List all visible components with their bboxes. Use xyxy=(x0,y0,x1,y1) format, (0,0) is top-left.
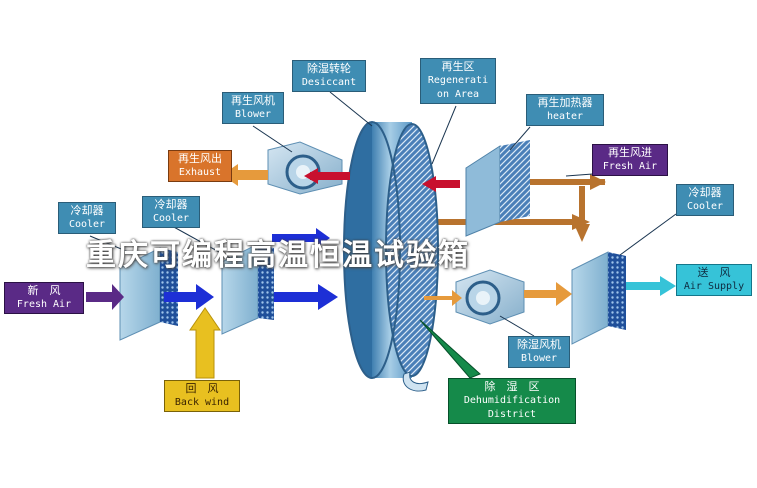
process-arrows xyxy=(86,164,676,379)
dehumid-district-label: 除 湿 区 Dehumidification District xyxy=(448,378,576,424)
leader-lines xyxy=(89,91,677,379)
cooler-right-unit xyxy=(571,251,626,345)
rotation-arrow xyxy=(402,371,429,392)
process-blower-unit xyxy=(455,269,525,325)
regen-blower-label: 再生风机 Blower xyxy=(222,92,284,124)
regeneration-area-label: 再生区 Regenerati on Area xyxy=(420,58,496,104)
watermark-text: 重庆可编程高温恒温试验箱 xyxy=(86,238,470,273)
regen-blower-unit xyxy=(267,141,343,195)
desiccant-wheel xyxy=(343,121,439,379)
desiccant-label: 除湿转轮 Desiccant xyxy=(292,60,366,92)
regen-fresh-air-label: 再生风进 Fresh Air xyxy=(592,144,668,176)
fresh-air-in-label: 新 风 Fresh Air xyxy=(4,282,84,314)
exhaust-label: 再生风出 Exhaust xyxy=(168,150,232,182)
cooler-mid-label: 冷却器 Cooler xyxy=(142,196,200,228)
cooler-left-unit xyxy=(119,247,178,341)
back-wind-label: 回 风 Back wind xyxy=(164,380,240,412)
cooler-right-label: 冷却器 Cooler xyxy=(676,184,734,216)
regen-heater-label: 再生加热器 heater xyxy=(526,94,604,126)
regen-heater-unit xyxy=(465,140,530,237)
air-supply-label: 送 风 Air Supply xyxy=(676,264,752,296)
cooler-left-label: 冷却器 Cooler xyxy=(58,202,116,234)
cooler-mid-unit xyxy=(221,243,274,335)
process-blower-label: 除湿风机 Blower xyxy=(508,336,570,368)
